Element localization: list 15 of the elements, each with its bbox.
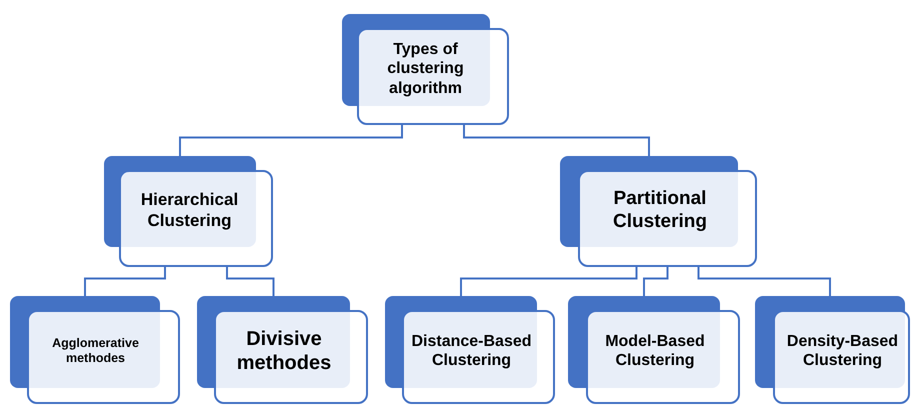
node-label: Hierarchical Clustering <box>140 190 240 231</box>
connector-line <box>179 125 403 156</box>
connector-line <box>463 125 650 156</box>
connector-line <box>84 267 166 296</box>
connector-line <box>698 267 831 296</box>
connector-line <box>643 267 668 296</box>
node-label: Density-Based Clustering <box>786 332 900 370</box>
node-label: Divisive methodes <box>236 327 332 375</box>
node-label: Partitional Clustering <box>612 188 708 234</box>
node-label: Model-Based Clustering <box>604 332 706 370</box>
node-label: Distance-Based Clustering <box>410 332 533 370</box>
node-label: Agglomerative methodes <box>51 336 140 366</box>
connector-line <box>226 267 274 296</box>
node-label: Types of clustering algorithm <box>386 40 465 98</box>
connector-line <box>460 267 638 296</box>
